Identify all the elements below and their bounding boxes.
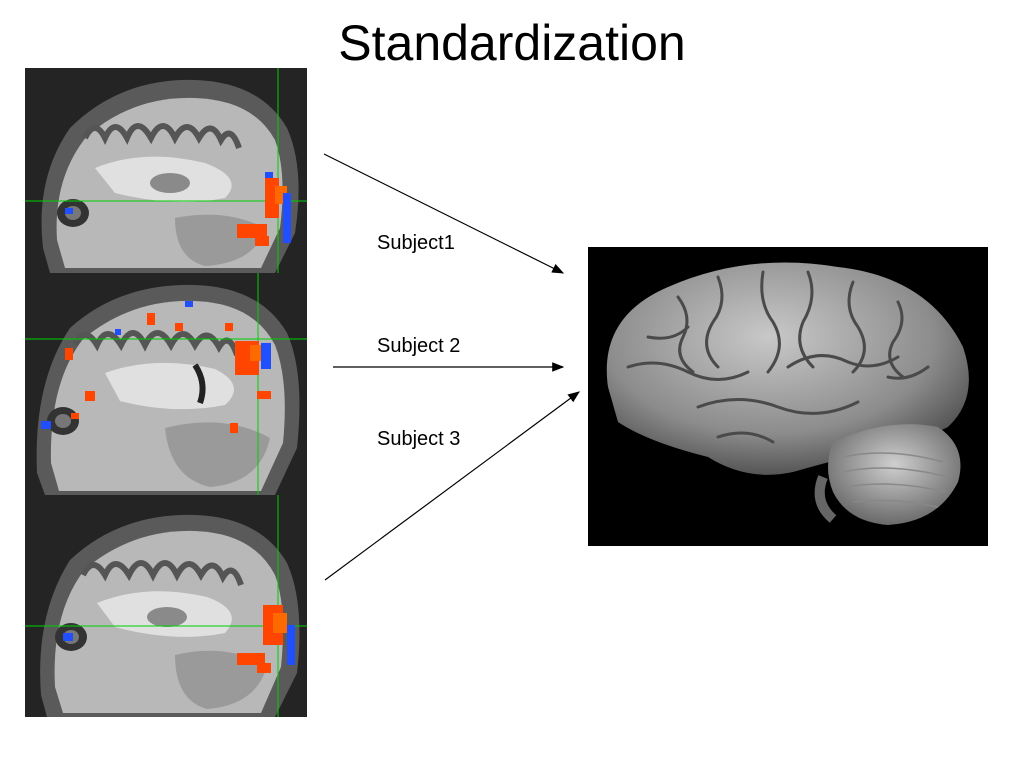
subject2-label: Subject 2 [377,335,461,357]
subject2-mri-scan [25,273,307,495]
subject3-label: Subject 3 [377,428,461,450]
subject1-mri-scan [25,68,307,273]
slide-title: Standardization [338,15,686,71]
arrow-subject3 [324,391,580,581]
subject3-mri-scan [25,495,307,717]
arrow-subject1 [323,153,565,274]
standard-brain-image [588,247,988,546]
subject1-label: Subject1 [377,232,455,254]
